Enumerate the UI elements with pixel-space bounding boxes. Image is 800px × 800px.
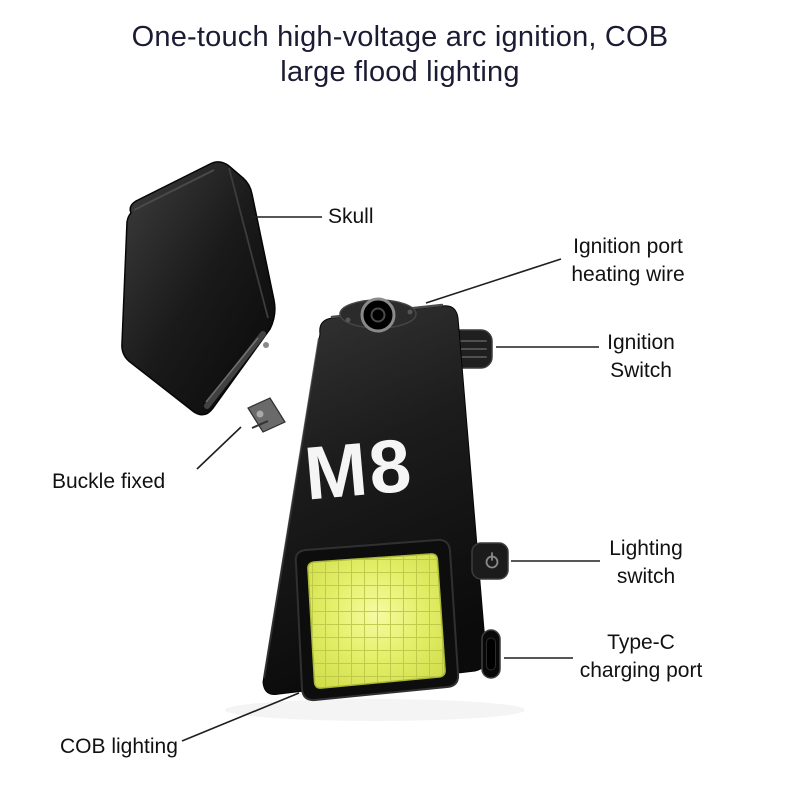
model-label: M8: [301, 422, 416, 515]
callout-line-buckle: [196, 426, 242, 470]
callout-ignition-switch-line2: Switch: [610, 359, 672, 382]
type-c-port: [481, 629, 501, 679]
title-line1: One-touch high-voltage arc ignition, COB: [131, 21, 669, 53]
callout-type-c-line1: Type-C: [607, 631, 675, 654]
callout-ignition-port-line2: heating wire: [571, 263, 685, 286]
callout-line-cob: [181, 692, 300, 742]
callout-lighting-switch-line1: Lighting: [609, 537, 683, 560]
page-title: One-touch high-voltage arc ignition, COB…: [0, 20, 800, 90]
callout-ignition-port-line1: Ignition port: [573, 235, 683, 258]
callout-ignition-switch-line1: Ignition: [607, 331, 675, 354]
cob-panel: [294, 538, 460, 702]
callout-cob-text: COB lighting: [60, 735, 178, 758]
lighting-switch-button: [471, 542, 509, 580]
title-line2: large flood lighting: [280, 56, 520, 88]
callout-skull-text: Skull: [328, 205, 374, 228]
callout-ignition-switch-label: Ignition Switch: [607, 329, 675, 385]
callout-cob-label: COB lighting: [60, 733, 178, 761]
lid-latch-dot: [263, 342, 269, 348]
callout-type-c-label: Type-C charging port: [580, 629, 703, 685]
callout-buckle-text: Buckle fixed: [52, 470, 166, 493]
heating-wire-coil: [370, 307, 386, 323]
callout-skull-label: Skull: [328, 203, 374, 231]
callout-ignition-port-label: Ignition port heating wire: [571, 233, 684, 289]
callout-lighting-switch-label: Lighting switch: [609, 535, 683, 591]
callout-lines: [181, 216, 600, 742]
callout-buckle-label: Buckle fixed: [52, 468, 165, 496]
hinge-buckle: [247, 397, 286, 433]
power-icon: [485, 552, 499, 569]
callout-line-ignition-port: [425, 258, 562, 304]
callout-type-c-line2: charging port: [579, 659, 703, 682]
product-shadow: [225, 699, 525, 721]
lighter-lid: [121, 161, 276, 416]
callout-lighting-switch-line2: switch: [616, 565, 676, 588]
ignition-port: [339, 297, 417, 333]
